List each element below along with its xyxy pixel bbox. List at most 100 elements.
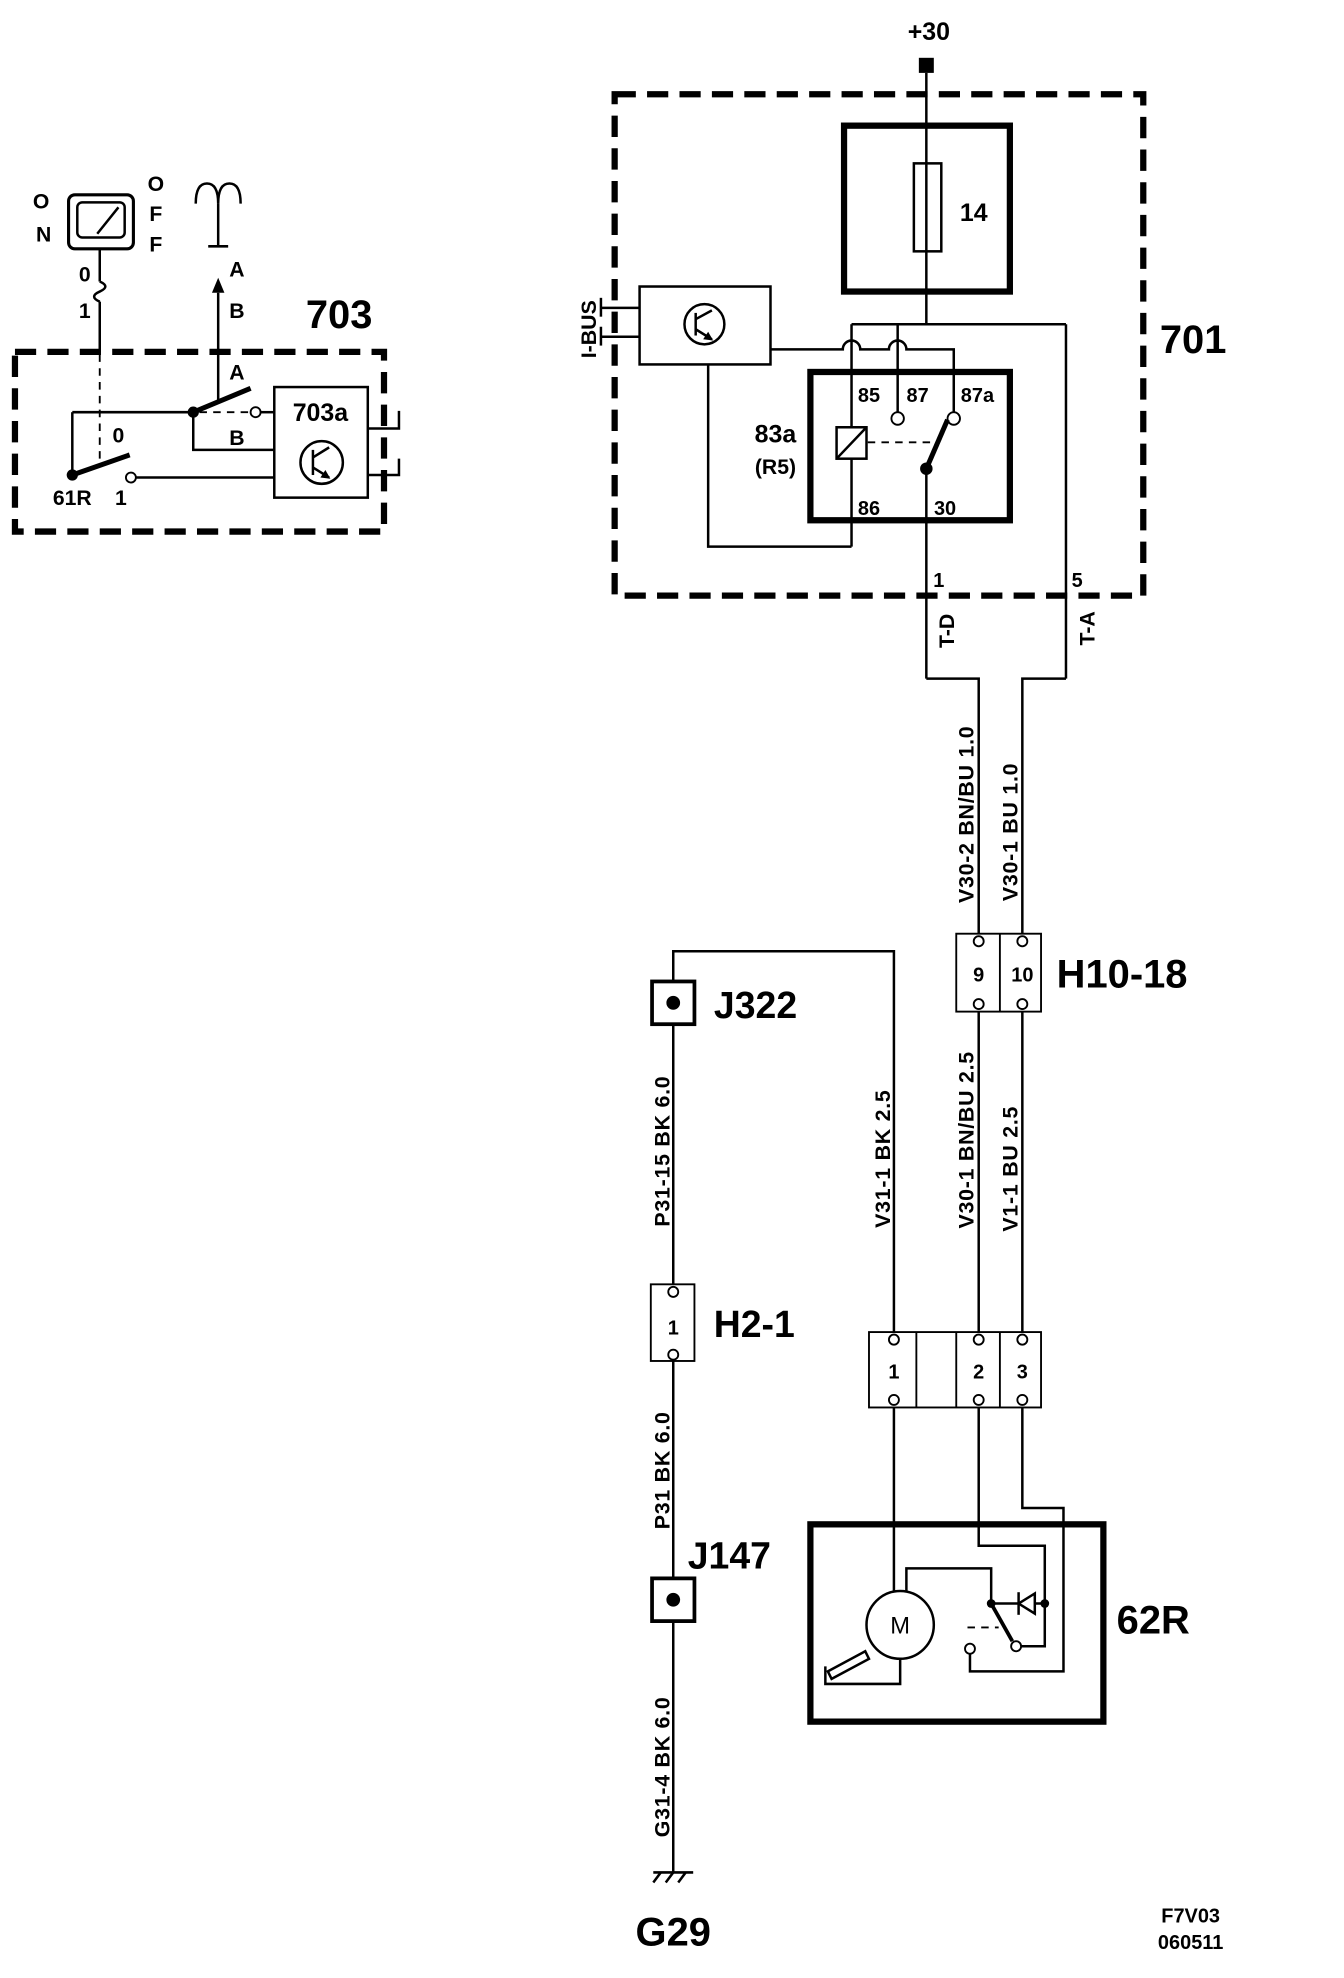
- motor-62r: M: [807, 1407, 1107, 1725]
- antenna-contact-a: A: [229, 257, 244, 281]
- relay-blade: [924, 418, 950, 470]
- wire-label-v1-1: V1-1 BU 2.5: [998, 1106, 1022, 1232]
- module-703-label: 703: [306, 293, 373, 337]
- module-701-label: 701: [1160, 318, 1227, 362]
- relay-pin-87: 87: [907, 385, 929, 407]
- wire-segment: [905, 1567, 993, 1604]
- output-terminal: [367, 458, 401, 477]
- connector-td: T-D: [935, 614, 959, 648]
- connector-pin: [887, 1393, 900, 1406]
- wire-v30-1: [1021, 677, 1066, 934]
- wire-label-v31-1: V31-1 BK 2.5: [871, 1089, 895, 1227]
- switch-61r-position-0: 0: [113, 423, 125, 447]
- module-703: A B 0 1 61R 703a: [11, 348, 401, 535]
- bus-interface: [638, 285, 772, 366]
- motor-brush-icon: [826, 1649, 871, 1681]
- ground-hatch: [677, 1871, 687, 1884]
- park-switch-blade: [989, 1602, 1014, 1643]
- transistor-circle: [683, 302, 726, 346]
- connector-pin: [1016, 935, 1029, 948]
- fuse-number: 14: [960, 199, 988, 227]
- motor-connector-body: [868, 1331, 1042, 1409]
- relay-pin-87a: 87a: [961, 385, 995, 407]
- relay-id: 83a: [755, 420, 798, 448]
- transistor-collector: [695, 309, 713, 321]
- junction-j322-label: J322: [714, 984, 797, 1026]
- motor-label: 62R: [1117, 1599, 1190, 1643]
- wire-v30-2: [926, 677, 980, 934]
- antenna-icon: [194, 182, 242, 204]
- wire-label-v30-1-lower: V30-1 BN/BU 2.5: [955, 1051, 979, 1228]
- module-701: 14 I-BUS 85 87 87a 86 30: [577, 91, 1147, 679]
- connector-pin: [972, 1393, 985, 1406]
- junction-j322: [650, 979, 697, 1027]
- switch-blade-a: [192, 385, 252, 415]
- mode-switch: O N O F F 0 1: [33, 172, 164, 352]
- connector-pin: [1016, 998, 1029, 1011]
- off-letter-f1: F: [149, 202, 162, 226]
- contact-a-label: A: [229, 360, 244, 384]
- motor-connector: 1 2 3: [868, 1331, 1042, 1409]
- motor-62r-boundary: [807, 1521, 1107, 1725]
- relay-83a: [807, 368, 1013, 524]
- switch-61r-label: 61R: [53, 486, 92, 510]
- connector-pin-9: 9: [973, 964, 984, 986]
- connector-h10-18-label: H10-18: [1057, 953, 1188, 997]
- park-switch-contact: [964, 1642, 976, 1655]
- switch-contact: [249, 406, 262, 419]
- relay-pin-30: 30: [934, 498, 956, 520]
- bus-label: I-BUS: [577, 300, 601, 358]
- connector-h2-1-label: H2-1: [714, 1303, 795, 1345]
- relay-pin-85: 85: [858, 385, 880, 407]
- fuse-box: [840, 122, 1013, 295]
- connector-pin: [1016, 1393, 1029, 1406]
- junction-j147: [650, 1576, 697, 1623]
- wire-segment: [968, 1407, 1065, 1673]
- motor-symbol: M: [890, 1613, 910, 1640]
- diode-icon: [1016, 1591, 1037, 1616]
- wire-label-p31: P31 BK 6.0: [651, 1411, 675, 1529]
- wire-label-g31-4: G31-4 BK 6.0: [651, 1696, 675, 1837]
- wire-crossing: [770, 339, 956, 413]
- diagram-code: F7V03: [1161, 1906, 1220, 1928]
- off-letter-f2: F: [149, 232, 162, 256]
- module-701-boundary: [611, 91, 1147, 599]
- wire-label-p31-15: P31-15 BK 6.0: [651, 1076, 675, 1227]
- supply-terminal-icon: [918, 57, 934, 73]
- connector-h2-1-pin: 1: [668, 1318, 679, 1340]
- wire-segment: [192, 412, 275, 452]
- junction-dot: [1040, 1599, 1050, 1608]
- connector-pin: [972, 1333, 985, 1346]
- switch-position-1: 1: [79, 299, 91, 323]
- ground-hatch: [664, 1871, 675, 1884]
- connector-pin: [887, 1333, 900, 1346]
- motor-connector-pin-1: 1: [888, 1362, 899, 1384]
- switch-61r-blade: [71, 452, 131, 478]
- relay-position: (R5): [755, 455, 796, 479]
- antenna-input: A B: [194, 182, 245, 403]
- park-switch-contact: [1010, 1640, 1023, 1653]
- switch-rocker-icon: [76, 201, 126, 239]
- output-terminal: [367, 410, 401, 430]
- connector-h2-1: 1: [649, 1283, 696, 1362]
- transistor-arrow: [703, 331, 714, 341]
- antenna-arrow-icon: [211, 277, 225, 293]
- switch-61r-contact: [124, 471, 137, 484]
- wire-segment: [977, 1407, 1047, 1648]
- wire-segment: [706, 364, 852, 548]
- unit-703a: [273, 385, 370, 499]
- relay-pin-86: 86: [858, 498, 880, 520]
- transistor-circle: [299, 439, 345, 486]
- supply-label: +30: [908, 18, 950, 46]
- module-703-boundary: [11, 348, 388, 535]
- terminal-1: 1: [933, 570, 944, 592]
- relay-contact-87a: [946, 411, 961, 426]
- wire-label-v30-2: V30-2 BN/BU 1.0: [955, 726, 979, 903]
- diagram-date: 060511: [1158, 1932, 1223, 1954]
- junction-j147-label: J147: [688, 1534, 771, 1576]
- connector-pin: [972, 935, 985, 948]
- transistor-collector: [312, 446, 330, 459]
- ground-icon: [652, 1871, 694, 1884]
- wire-break-icon: [92, 280, 107, 303]
